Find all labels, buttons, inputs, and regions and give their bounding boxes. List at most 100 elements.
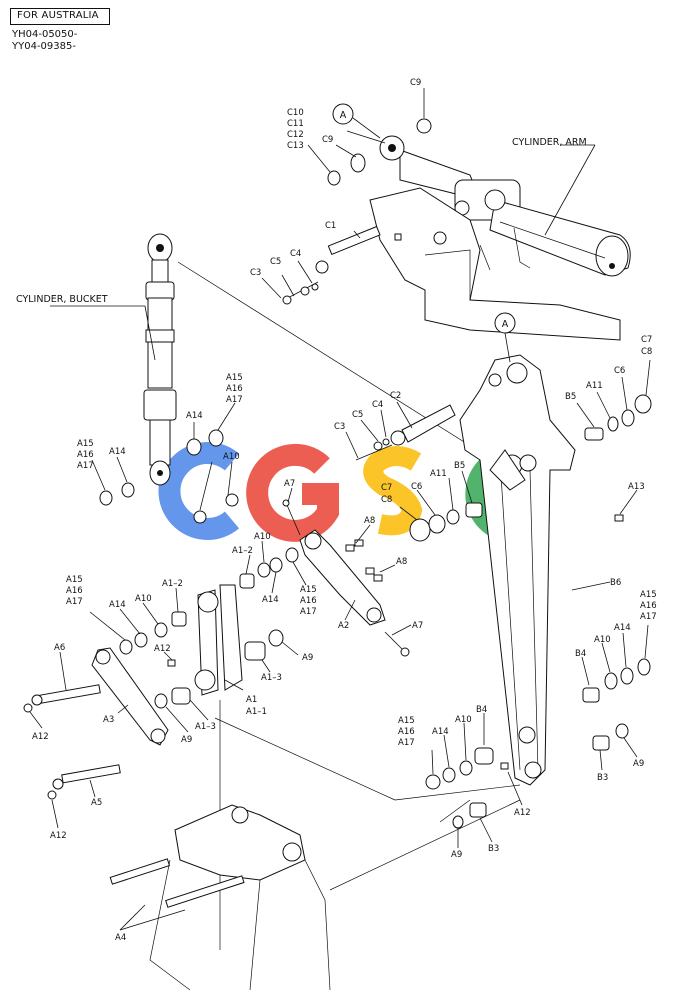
leader-lines <box>177 261 521 950</box>
callout-a16-left: A16 <box>77 450 94 460</box>
callout-a16-mid: A16 <box>300 596 317 606</box>
reference-mark-a-right-label: A <box>502 319 509 330</box>
callout-c1: C1 <box>325 221 336 231</box>
callout-c6-right: C6 <box>614 366 625 376</box>
callout-c8-mid: C8 <box>381 495 392 505</box>
region-box: FOR AUSTRALIA <box>10 8 110 25</box>
callout-a8-mid: A8 <box>396 557 407 567</box>
callout-a7-low: A7 <box>412 621 423 631</box>
arm-cylinder-title: CYLINDER, ARM <box>512 137 587 148</box>
serial-number-2: YY04-09385- <box>12 41 76 52</box>
callout-a15-right: A15 <box>640 590 657 600</box>
callout-c9-top: C9 <box>410 78 421 88</box>
callout-a14-mid: A14 <box>262 595 279 605</box>
callout-b3-bottom: B3 <box>488 844 499 854</box>
callout-a6: A6 <box>54 643 65 653</box>
callout-a16-top: A16 <box>226 384 243 394</box>
bucket-cylinder-title: CYLINDER, BUCKET <box>16 294 108 305</box>
callout-a14-low-right: A14 <box>432 727 449 737</box>
callout-a17-right: A17 <box>640 612 657 622</box>
callout-a17-top: A17 <box>226 395 243 405</box>
callout-a1-1: A1–1 <box>246 707 267 717</box>
reference-mark-a-right: A <box>494 312 516 334</box>
arm-boom <box>459 354 576 786</box>
bucket-cylinder <box>143 233 177 486</box>
watermark-letter-g <box>246 443 339 542</box>
callout-a16-lower-left: A16 <box>66 586 83 596</box>
callout-c3: C3 <box>250 268 261 278</box>
bolt-a7 <box>282 499 410 657</box>
callout-labels: C9 C10 C11 C12 C13 C9 C1 C4 C5 C3 C7 C8 … <box>32 78 657 943</box>
callout-c2: C2 <box>390 391 401 401</box>
callout-a15-lower-left: A15 <box>66 575 83 585</box>
callout-a2: A2 <box>338 621 349 631</box>
callout-a9-bottom: A9 <box>451 850 462 860</box>
pin-c2 <box>355 404 456 461</box>
link-a1 <box>194 584 243 696</box>
callout-a1-3-right: A1–3 <box>261 673 282 683</box>
callout-a17-low-right: A17 <box>398 738 415 748</box>
callout-c5-mid: C5 <box>352 410 363 420</box>
callout-a10-right: A10 <box>594 635 611 645</box>
callout-a1-3-low: A1–3 <box>195 722 216 732</box>
callout-a3: A3 <box>103 715 114 725</box>
callout-a15-left: A15 <box>77 439 94 449</box>
callout-a10-mid: A10 <box>254 532 271 542</box>
callout-a17-left: A17 <box>77 461 94 471</box>
callout-a9-low: A9 <box>181 735 192 745</box>
callout-b6: B6 <box>610 578 621 588</box>
callout-a15-mid: A15 <box>300 585 317 595</box>
watermark-letter-c1 <box>158 442 240 540</box>
callout-a12-left: A12 <box>32 732 49 742</box>
callout-a17-lower-left: A17 <box>66 597 83 607</box>
pin-a6 <box>31 684 101 706</box>
callout-b4-low: B4 <box>476 705 487 715</box>
callout-a1: A1 <box>246 695 257 705</box>
pin-a4 <box>109 858 245 931</box>
pin-c1 <box>282 225 381 305</box>
arm-cylinder <box>379 135 631 277</box>
callout-a16-right: A16 <box>640 601 657 611</box>
callout-b5-right: B5 <box>565 392 576 402</box>
callout-c9-mid: C9 <box>322 135 333 145</box>
callout-a10-lower-left: A10 <box>135 594 152 604</box>
arm-frame <box>369 187 621 341</box>
callout-c10: C10 <box>287 108 304 118</box>
reference-mark-a-top-label: A <box>340 110 347 121</box>
region-label: FOR AUSTRALIA <box>17 10 99 21</box>
callout-a4: A4 <box>115 933 126 943</box>
callout-c11: C11 <box>287 119 304 129</box>
callout-a14-left: A14 <box>109 447 126 457</box>
callout-c7-mid: C7 <box>381 483 392 493</box>
callout-c4-mid: C4 <box>372 400 383 410</box>
callout-c4: C4 <box>290 249 301 259</box>
callout-c8: C8 <box>641 347 652 357</box>
watermark-letter-s <box>363 446 423 536</box>
link-a2 <box>299 529 386 626</box>
callout-a1-2-lower: A1–2 <box>162 579 183 589</box>
bucket-bracket <box>149 804 331 991</box>
serial-number-1: YH04-05050- <box>12 29 78 40</box>
callout-a11-mid: A11 <box>430 469 447 479</box>
callout-a13: A13 <box>628 482 645 492</box>
callout-b5-mid: B5 <box>454 461 465 471</box>
callout-leaders <box>29 88 651 848</box>
callout-a7-top: A7 <box>284 479 295 489</box>
pin-a5 <box>52 764 121 790</box>
callout-c3-mid: C3 <box>334 422 345 432</box>
callout-c12: C12 <box>287 130 304 140</box>
callout-b4-right: B4 <box>575 649 586 659</box>
callout-a12-low: A12 <box>50 831 67 841</box>
link-a3 <box>91 647 169 746</box>
callout-a10-low-right: A10 <box>455 715 472 725</box>
callout-a14-lower-left: A14 <box>109 600 126 610</box>
callout-a14-right: A14 <box>614 623 631 633</box>
callout-a5: A5 <box>91 798 102 808</box>
callout-a9-mid: A9 <box>302 653 313 663</box>
callout-a17-mid: A17 <box>300 607 317 617</box>
callout-a12-mid: A12 <box>154 644 171 654</box>
callout-a15-low-right: A15 <box>398 716 415 726</box>
callout-c7: C7 <box>641 335 652 345</box>
callout-a11-right: A11 <box>586 381 603 391</box>
